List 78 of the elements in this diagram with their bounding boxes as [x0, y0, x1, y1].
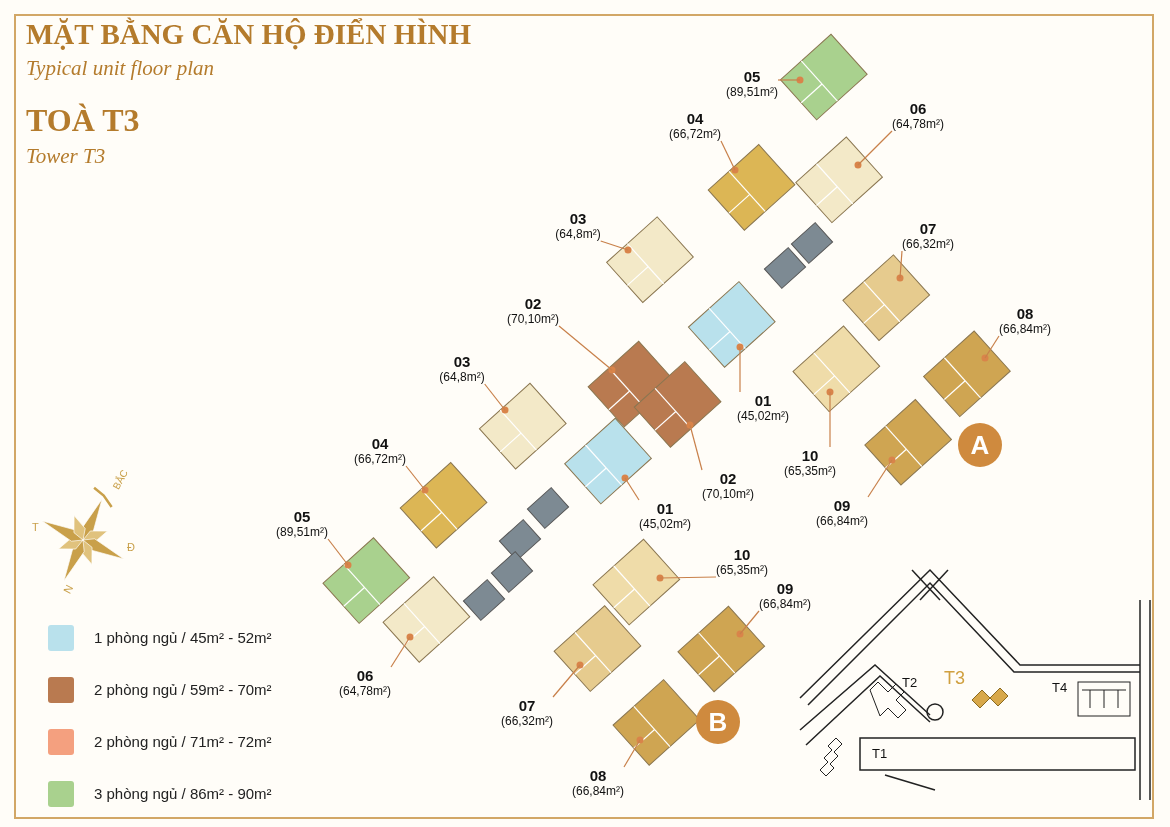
- unit-area: (70,10m²): [702, 487, 754, 501]
- leader-line: [600, 240, 629, 251]
- compass-letter: Đ: [127, 541, 135, 553]
- unit-area: (45,02m²): [639, 517, 691, 531]
- compass-letter: N: [60, 582, 76, 596]
- unit-number: 04: [685, 110, 705, 127]
- unit-number: 07: [918, 220, 938, 237]
- unit-number: 03: [568, 210, 588, 227]
- unit-area: (66,72m²): [354, 452, 406, 466]
- unit-area: (64,78m²): [339, 684, 391, 698]
- legend-label: 2 phòng ngủ / 59m² - 70m²: [94, 681, 272, 698]
- legend-label: 2 phòng ngủ / 71m² - 72m²: [94, 733, 272, 750]
- unit-number: 04: [370, 435, 390, 452]
- leader-line: [659, 576, 717, 579]
- unit-area: (66,84m²): [759, 597, 811, 611]
- unit-area: (64,8m²): [555, 227, 601, 241]
- unit-area: (70,10m²): [507, 312, 559, 326]
- unit-number: 02: [718, 470, 738, 487]
- unit-number: 06: [355, 667, 375, 684]
- title: MẶT BẰNG CĂN HỘ ĐIỂN HÌNH: [26, 18, 471, 51]
- unit-number: 08: [588, 767, 608, 784]
- leader-line: [558, 325, 613, 371]
- unit-area: (66,72m²): [669, 127, 721, 141]
- compass-letter: BẮC: [110, 467, 130, 492]
- unit-area: (66,32m²): [902, 237, 954, 251]
- heading: TOÀ T3: [26, 102, 140, 139]
- building-label: T4: [1052, 680, 1068, 695]
- unit-number: 03: [452, 353, 472, 370]
- leader-line: [739, 346, 741, 393]
- leader-line: [899, 250, 903, 279]
- leader-line: [327, 538, 349, 566]
- leader-line: [777, 79, 801, 81]
- unit-area: (64,78m²): [892, 117, 944, 131]
- unit-number: 07: [517, 697, 537, 714]
- subheading: Tower T3: [26, 144, 106, 169]
- wing-marker: B: [696, 700, 740, 744]
- unit-number: 01: [655, 500, 675, 517]
- leader-line: [720, 140, 736, 171]
- unit-number: 05: [742, 68, 762, 85]
- leader-line: [390, 636, 411, 668]
- leader-line: [484, 383, 506, 411]
- unit-number: 09: [775, 580, 795, 597]
- leader-line: [552, 664, 581, 698]
- subtitle: Typical unit floor plan: [26, 56, 215, 81]
- leader-line: [867, 459, 893, 498]
- building-label: T3: [944, 668, 965, 689]
- unit-number: 09: [832, 497, 852, 514]
- unit-number: 10: [732, 546, 752, 563]
- unit-number: 08: [1015, 305, 1035, 322]
- leader-line: [689, 424, 703, 471]
- leader-line: [829, 391, 831, 448]
- legend-label: 3 phòng ngủ / 86m² - 90m²: [94, 785, 272, 802]
- unit-area: (66,84m²): [816, 514, 868, 528]
- leader-line: [405, 465, 426, 491]
- unit-area: (64,8m²): [439, 370, 485, 384]
- unit-area: (66,84m²): [572, 784, 624, 798]
- unit-number: 06: [908, 100, 928, 117]
- legend-label: 1 phòng ngủ / 45m² - 52m²: [94, 629, 272, 646]
- unit-number: 05: [292, 508, 312, 525]
- unit-area: (66,84m²): [999, 322, 1051, 336]
- compass-letter: T: [32, 521, 39, 533]
- leader-line: [739, 610, 760, 635]
- leader-line: [984, 335, 1000, 359]
- wing-marker: A: [958, 423, 1002, 467]
- building-label: T1: [872, 746, 888, 761]
- unit-number: 10: [800, 447, 820, 464]
- unit-area: (65,35m²): [716, 563, 768, 577]
- unit-area: (45,02m²): [737, 409, 789, 423]
- building-label: T2: [902, 675, 918, 690]
- leader-line: [623, 739, 641, 768]
- leader-line: [857, 130, 893, 166]
- unit-area: (65,35m²): [784, 464, 836, 478]
- unit-area: (89,51m²): [276, 525, 328, 539]
- unit-number: 02: [523, 295, 543, 312]
- unit-area: (89,51m²): [726, 85, 778, 99]
- leader-line: [624, 477, 640, 501]
- unit-number: 01: [753, 392, 773, 409]
- unit-area: (66,32m²): [501, 714, 553, 728]
